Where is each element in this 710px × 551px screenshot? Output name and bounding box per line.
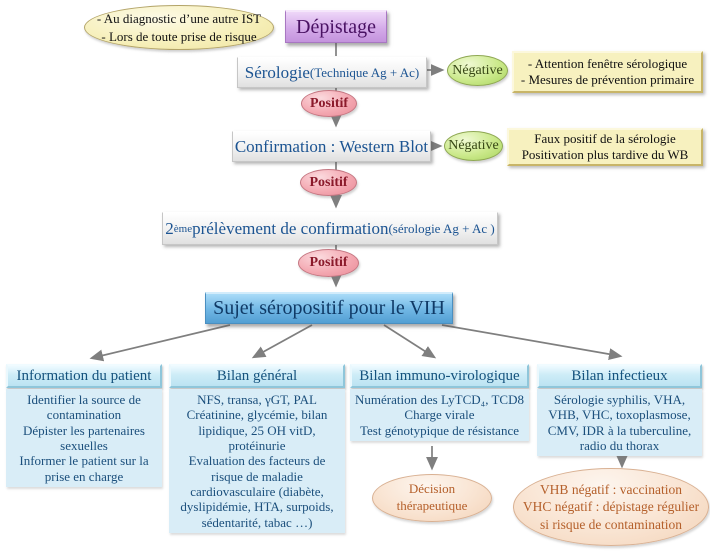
column-header-bilan-general: Bilan général	[169, 364, 345, 388]
serologic-window-note: - Attention fenêtre sérologique - Mesure…	[512, 51, 703, 93]
second-sample-detail: (sérologie Ag + Ac )	[388, 220, 495, 236]
hepatitis-negative-ellipse: VHB négatif : vaccination VHC négatif : …	[513, 468, 709, 546]
confirmation-western-blot-box: Confirmation : Western Blot	[232, 131, 431, 162]
column-header-bilan-immuno-virologique: Bilan immuno-virologique	[350, 364, 529, 388]
negative-result-ellipse-2: Négative	[444, 131, 503, 161]
second-sample-number: 2	[165, 218, 174, 238]
positive-result-ellipse-3: Positif	[298, 249, 359, 277]
seropositive-subject-box: Sujet séropositif pour le VIH	[205, 292, 453, 324]
indication-note-ellipse: - Au diagnostic d’une autre IST - Lors d…	[84, 5, 274, 50]
positive-result-ellipse-2: Positif	[300, 169, 357, 196]
column-header-information-patient: Information du patient	[6, 364, 162, 388]
column-body-information-patient: Identifier la source de contamination Dé…	[6, 389, 162, 487]
serologie-technique-label: (Technique Ag + Ac)	[309, 64, 420, 80]
positive-result-ellipse-1: Positif	[301, 90, 357, 117]
therapeutic-decision-ellipse: Décision thérapeutique	[372, 474, 492, 522]
column-body-bilan-general: NFS, transa, γGT, PAL Créatinine, glycém…	[169, 389, 345, 533]
second-sample-label: prélèvement de confirmation	[192, 218, 389, 238]
false-positive-note: Faux positif de la sérologie Positivatio…	[507, 128, 703, 166]
depistage-title-box: Dépistage	[285, 10, 387, 43]
serologie-label: Sérologie	[244, 62, 310, 82]
negative-result-ellipse-1: Négative	[447, 55, 508, 86]
second-sample-ordinal: ème	[173, 222, 193, 235]
serologie-box: Sérologie (Technique Ag + Ac)	[237, 57, 427, 88]
column-body-bilan-immuno-virologique: Numération des LyTCD₄, TCD8 Charge viral…	[350, 389, 529, 441]
column-header-bilan-infectieux: Bilan infectieux	[537, 364, 702, 388]
column-body-bilan-infectieux: Sérologie syphilis, VHA, VHB, VHC, toxop…	[537, 389, 702, 457]
